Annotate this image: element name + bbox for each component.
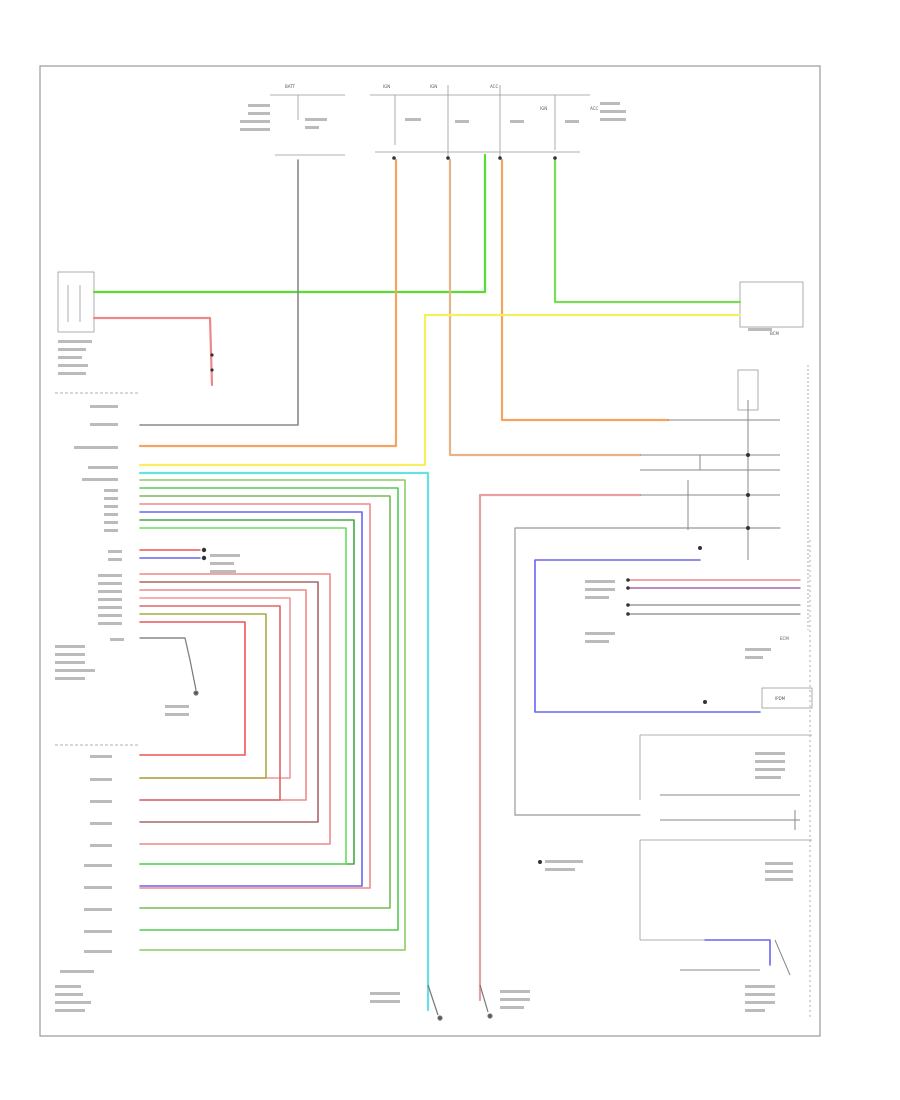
wire-pink-module bbox=[92, 316, 214, 387]
wire-gray-right-1 bbox=[514, 527, 781, 816]
wire-bus-13 bbox=[139, 613, 267, 779]
left-switch-module bbox=[57, 271, 95, 333]
left-pin-labels bbox=[60, 405, 124, 973]
top-label-4: ACC bbox=[490, 84, 498, 89]
bottom-switches bbox=[189, 659, 493, 1021]
wire-yellow bbox=[138, 313, 742, 467]
wire-bus-3 bbox=[139, 495, 391, 909]
wire-green-top bbox=[92, 153, 487, 294]
wire-bus-11 bbox=[139, 597, 291, 779]
right-label-3: IPDM bbox=[775, 696, 786, 701]
top-label-1: BATT bbox=[285, 84, 296, 89]
wire-bus-9 bbox=[139, 581, 319, 823]
top-label-3: IGN bbox=[430, 84, 437, 89]
wire-bus-12 bbox=[139, 605, 281, 801]
wire-bus-2 bbox=[139, 487, 399, 931]
wire-bus-8 bbox=[139, 573, 331, 845]
wire-bus-14 bbox=[139, 621, 246, 756]
top-label-6: ACC bbox=[590, 106, 598, 111]
connector-dots bbox=[201, 156, 750, 864]
annotation-blocks bbox=[55, 102, 793, 1012]
wire-orange-right bbox=[500, 158, 670, 422]
wire-orange-left bbox=[138, 158, 398, 448]
wire-gray-switch bbox=[139, 637, 191, 661]
wire-lightgreen-right bbox=[553, 158, 742, 304]
right-modules bbox=[639, 281, 813, 1020]
right-label-1: BCM bbox=[770, 331, 779, 336]
wire-blue-right bbox=[534, 559, 761, 713]
right-module-labels: BCM ECM IPDM bbox=[770, 331, 789, 701]
right-bus-lines bbox=[640, 400, 800, 976]
diagram-frame bbox=[39, 65, 821, 1037]
wire-cyan bbox=[138, 471, 430, 1012]
wire-bus-7 bbox=[139, 527, 347, 865]
wire-bus-5 bbox=[139, 511, 363, 887]
wire-tan-center bbox=[448, 158, 642, 457]
wire-bus-6 bbox=[139, 519, 355, 865]
top-power-labels: BATT IGN IGN ACC IGN ACC bbox=[285, 84, 598, 111]
right-label-2: ECM bbox=[780, 636, 789, 641]
wire-bus-4 bbox=[139, 503, 371, 889]
wire-gray-left bbox=[139, 159, 299, 426]
wire-bus-1 bbox=[139, 479, 406, 951]
top-label-2: IGN bbox=[383, 84, 390, 89]
wire-right-connector-blue bbox=[704, 939, 771, 966]
wire-pinkred-center bbox=[478, 493, 642, 1002]
top-label-5: IGN bbox=[540, 106, 547, 111]
fuse-block-top bbox=[270, 85, 590, 160]
